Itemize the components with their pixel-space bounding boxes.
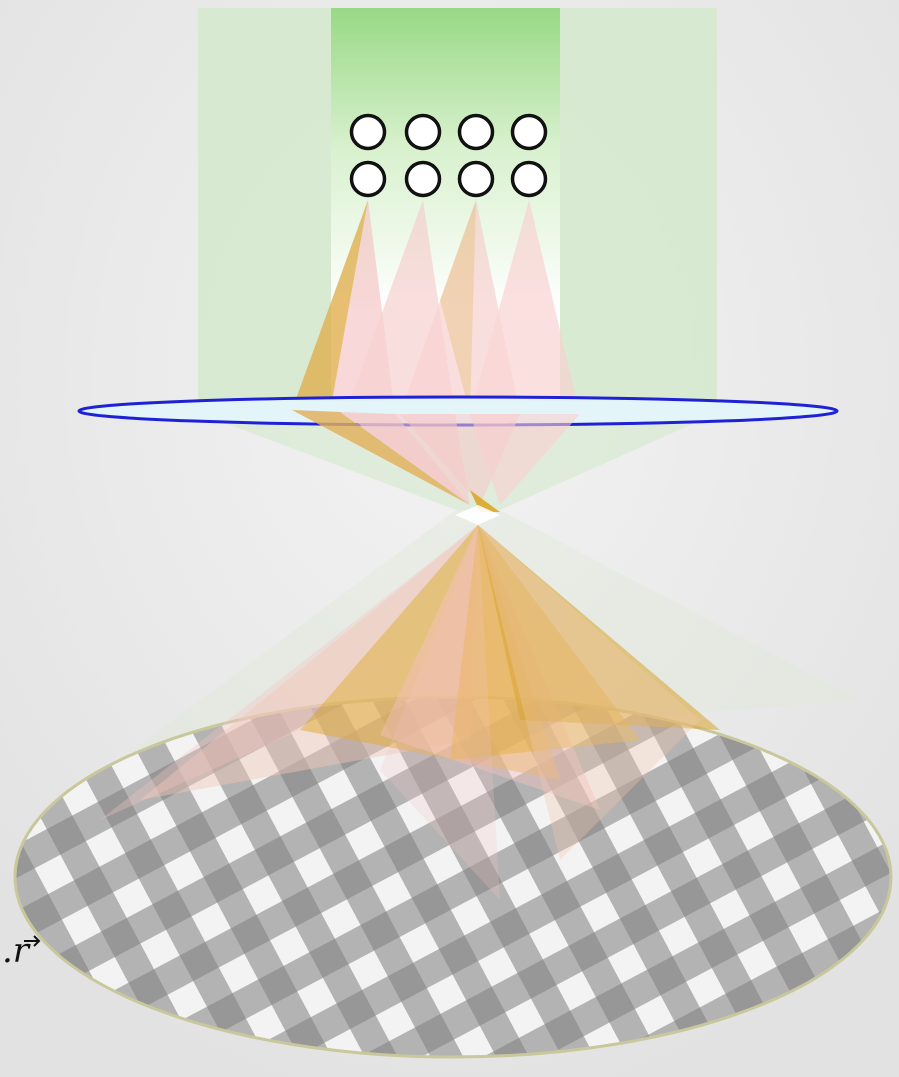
detector-circle — [407, 163, 440, 196]
detector-circle — [352, 163, 385, 196]
position-vector-label: .r — [2, 934, 29, 968]
detector-circle — [460, 163, 493, 196]
detector-circle — [513, 163, 546, 196]
detector-circle — [513, 116, 546, 149]
detector-circle — [407, 116, 440, 149]
detector-circle — [460, 116, 493, 149]
detector-circle — [352, 116, 385, 149]
